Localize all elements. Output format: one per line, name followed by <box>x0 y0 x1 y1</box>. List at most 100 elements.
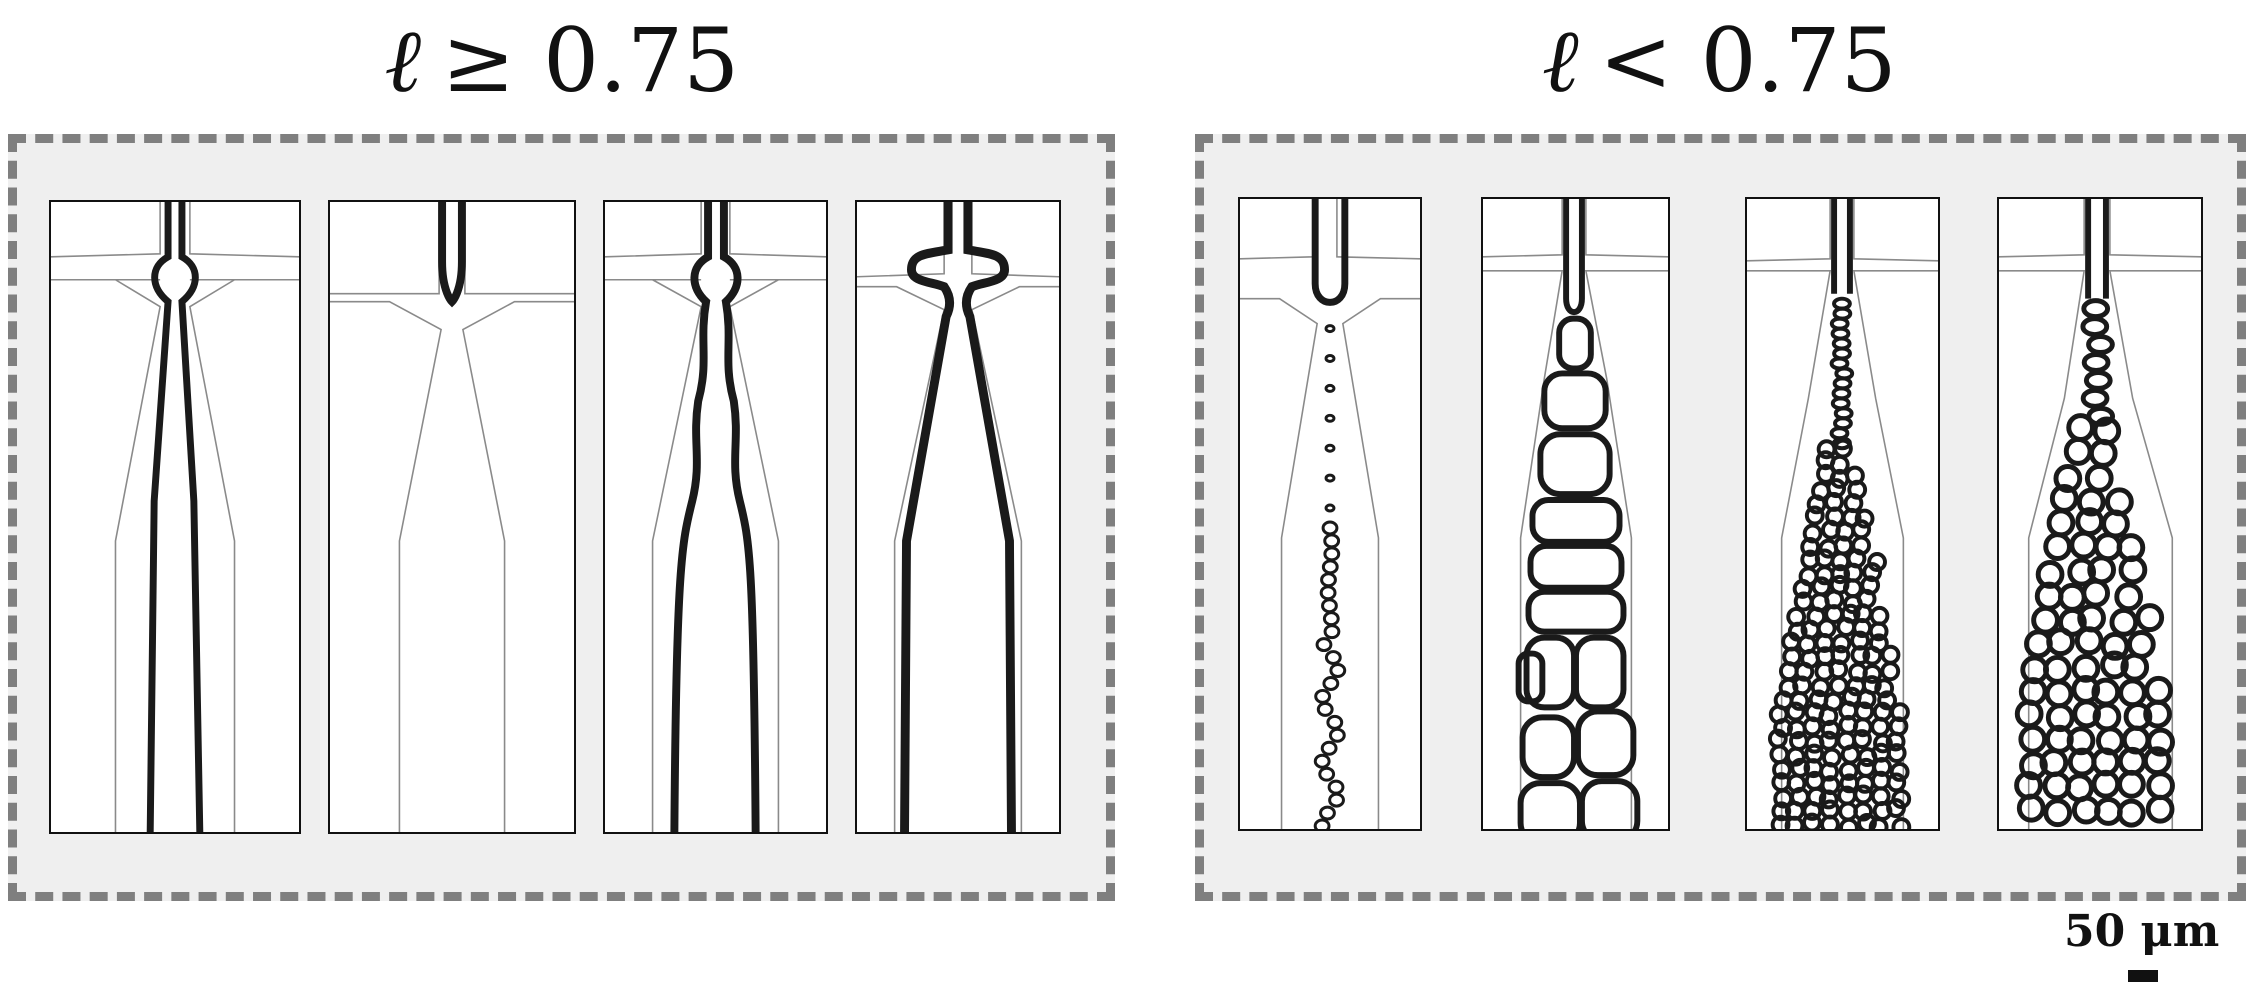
bubble <box>1772 759 1792 780</box>
bubble <box>1830 564 1851 585</box>
frame-packed-medium-bubbles <box>1997 197 2203 831</box>
bubble <box>2042 771 2072 801</box>
micrograph-packed-medium-bubbles <box>1999 199 2201 829</box>
bubble <box>1771 801 1792 822</box>
bubble <box>1324 383 1336 393</box>
bubble <box>2057 582 2087 612</box>
bubble <box>1862 562 1883 583</box>
bubble <box>2116 798 2146 828</box>
bubble <box>2118 678 2147 708</box>
frame-stable-jet <box>49 200 301 834</box>
bubble <box>1886 798 1906 819</box>
bubble <box>2117 769 2146 799</box>
bubble <box>2067 557 2097 587</box>
bubble <box>1891 817 1912 829</box>
bubble <box>1323 624 1341 640</box>
bubble <box>2080 387 2110 409</box>
bubble <box>2143 699 2172 729</box>
bubble <box>1856 757 1876 778</box>
bubble <box>2076 487 2106 517</box>
bubble <box>1328 727 1346 743</box>
bubble <box>1802 812 1822 829</box>
bubble <box>1318 766 1336 782</box>
bubble <box>1313 753 1331 769</box>
bubble <box>1862 645 1883 666</box>
bubble <box>2071 653 2101 683</box>
bubble <box>1324 354 1336 363</box>
bubble <box>2145 794 2175 824</box>
bubble <box>2053 464 2083 493</box>
bubble <box>2083 369 2113 391</box>
bubble <box>1856 689 1877 710</box>
frame-dense-small-bubbles <box>1745 197 1940 831</box>
bubble <box>1868 621 1889 642</box>
bubble <box>1818 789 1839 810</box>
bubble <box>1862 663 1883 684</box>
bubble <box>2081 352 2111 373</box>
bubble <box>2046 508 2076 538</box>
bubble <box>1769 744 1790 765</box>
bubble <box>1322 675 1340 691</box>
bubble <box>1329 663 1347 678</box>
bubble <box>1324 503 1336 513</box>
bubble <box>2066 413 2095 442</box>
frame-large-polydisperse-bubbles <box>1481 197 1670 831</box>
micrograph-stable-jet <box>51 202 299 832</box>
frame-dripping-small-drops <box>1238 197 1422 831</box>
micrograph-wavy-jet <box>605 202 826 832</box>
bubble <box>1802 800 1823 821</box>
bubble <box>2069 530 2099 560</box>
bubble <box>2016 793 2046 823</box>
bubble <box>1324 324 1336 334</box>
bubble <box>1852 729 1872 750</box>
ell-symbol: ℓ <box>1543 8 1581 112</box>
bubble <box>2043 798 2073 828</box>
bubble <box>1320 572 1337 588</box>
bubble <box>1886 743 1907 764</box>
bubble <box>1323 546 1341 562</box>
bubble <box>1838 760 1859 781</box>
bubble <box>1319 585 1337 601</box>
bubble <box>2063 436 2093 466</box>
micrograph-large-polydisperse-bubbles <box>1483 199 1668 829</box>
bubble <box>2080 316 2110 338</box>
ell-symbol: ℓ <box>385 8 424 112</box>
bubble <box>2100 650 2129 680</box>
bubble <box>2081 298 2111 320</box>
bubble <box>1820 719 1841 740</box>
micrograph-wide-jet <box>857 202 1059 832</box>
bubble <box>2109 607 2139 637</box>
bubble <box>1867 552 1887 572</box>
bubble <box>2046 627 2075 657</box>
bubble <box>1316 701 1334 717</box>
bubble <box>1789 690 1810 711</box>
bubble <box>1324 650 1342 666</box>
bubble <box>2019 751 2048 781</box>
heading-ell-less: ℓ< 0.75 <box>1195 0 2245 120</box>
bubble <box>2072 699 2101 729</box>
bubble <box>1874 678 1895 699</box>
bubble <box>1886 772 1907 793</box>
heading-relation: < 0.75 <box>1598 9 1897 112</box>
bubble <box>1880 661 1901 682</box>
bubble <box>1324 413 1336 423</box>
bubble <box>2084 463 2114 493</box>
bubble <box>2018 724 2048 754</box>
micrograph-dripping-small-drops <box>1240 199 1420 829</box>
bubble <box>2088 438 2118 468</box>
bubble <box>1321 520 1339 536</box>
bubble <box>2146 771 2175 801</box>
bubble <box>1857 813 1877 829</box>
bubble <box>2114 582 2144 612</box>
bubble <box>1820 814 1840 829</box>
bubble <box>2074 626 2104 656</box>
bubble <box>2044 679 2074 709</box>
bubble <box>1321 559 1339 575</box>
bubble <box>1868 817 1889 829</box>
bubble <box>1880 644 1901 665</box>
bubble <box>2093 532 2123 562</box>
bubble <box>1873 733 1893 754</box>
bubble <box>1324 473 1336 483</box>
bubble <box>2043 532 2072 562</box>
bubble <box>1321 598 1338 614</box>
